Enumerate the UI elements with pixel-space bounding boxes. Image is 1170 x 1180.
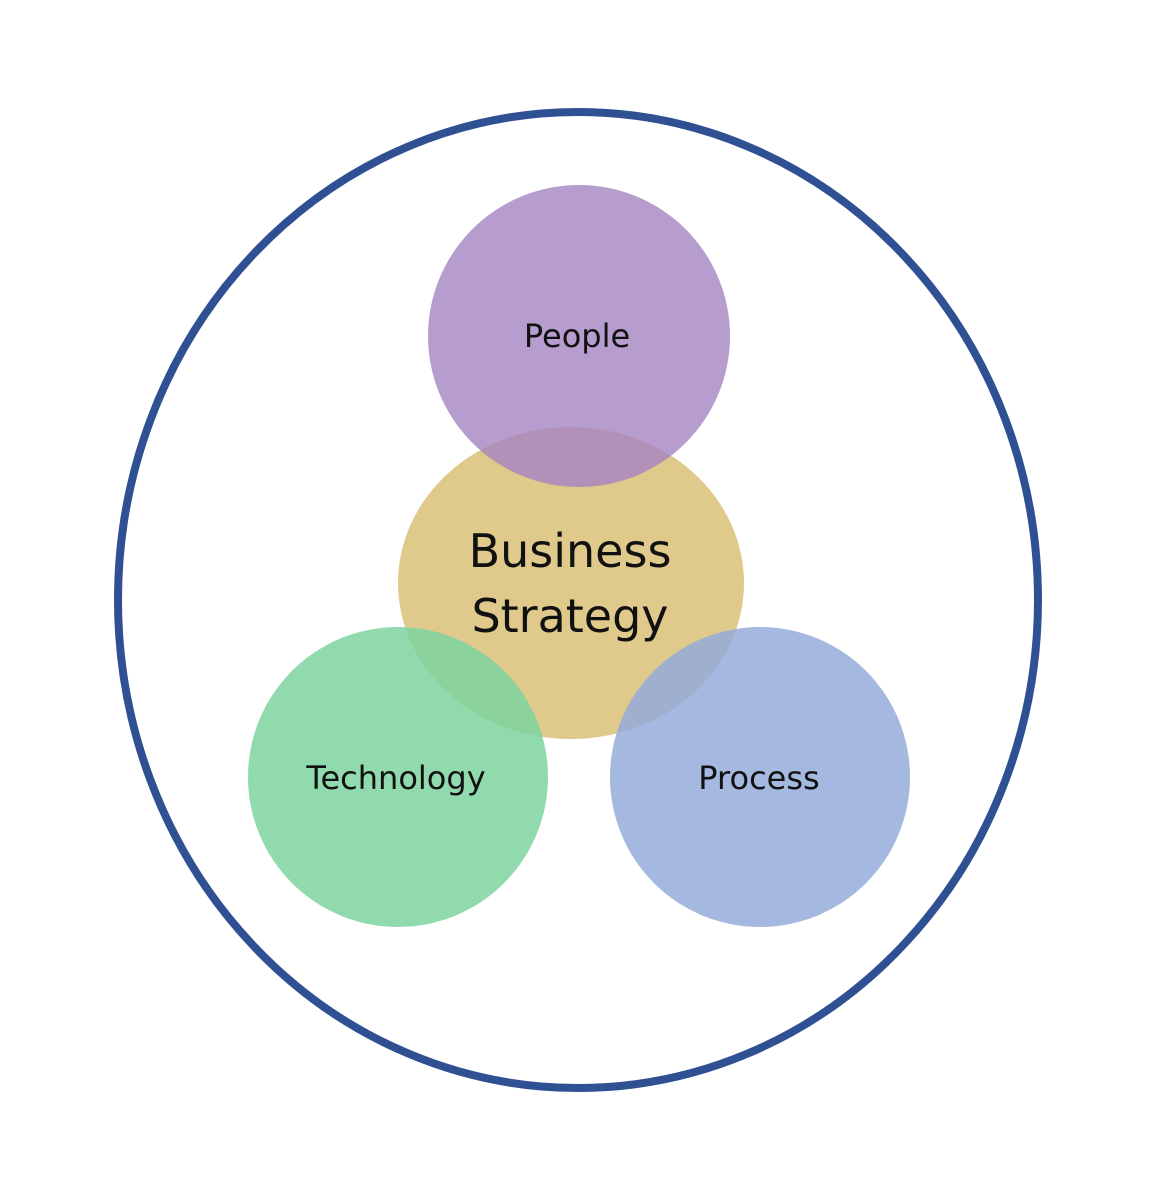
outer-boundary-ellipse xyxy=(114,108,1042,1092)
business-strategy-label-line2: Strategy xyxy=(471,589,668,643)
people-label: People xyxy=(524,317,630,355)
process-circle xyxy=(610,627,910,927)
business-strategy-label-line1: Business xyxy=(469,524,672,578)
technology-label: Technology xyxy=(305,759,485,797)
process-label: Process xyxy=(698,759,819,797)
technology-circle xyxy=(248,627,548,927)
people-circle xyxy=(428,185,730,487)
